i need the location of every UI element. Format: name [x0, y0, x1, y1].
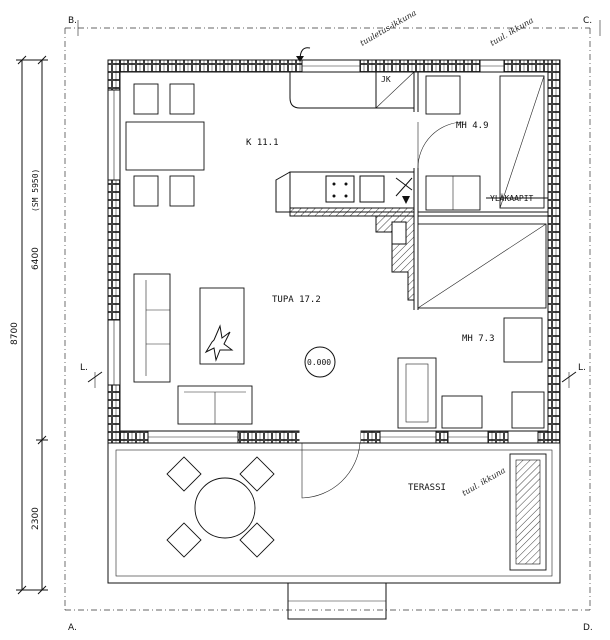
- terrace-outline: [107, 442, 561, 620]
- closet-jk: [375, 71, 415, 109]
- bedroom-furniture: [397, 223, 547, 429]
- room-label-closet: JK: [381, 75, 391, 84]
- kitchen-counter: [275, 72, 415, 301]
- label-upper-cabinets: YLÄKAAPIT: [490, 193, 534, 203]
- axis-grid: [64, 20, 601, 611]
- room-label-bedroom: MH 7.3: [462, 334, 495, 344]
- section-label-right: L.: [578, 363, 586, 373]
- dimension-terrace: 2300: [31, 507, 41, 530]
- dimension-lines: [16, 55, 48, 595]
- bedroom-small-furniture: [425, 75, 548, 211]
- axis-label-a: A.: [68, 623, 77, 633]
- level-marker: 0.000: [307, 358, 331, 367]
- axis-label-d: D.: [583, 623, 593, 633]
- section-marker-left: [87, 371, 103, 388]
- section-label-left: L.: [80, 363, 88, 373]
- handwritten-note-terrace: tuul. ikkuna: [461, 466, 508, 498]
- axis-label-c: C.: [583, 16, 592, 26]
- dimension-upper: 6400: [31, 247, 41, 270]
- room-label-living: TUPA 17.2: [272, 295, 321, 305]
- room-label-bedroom-small: MH 4.9: [456, 121, 489, 131]
- axis-label-b: B.: [68, 16, 77, 26]
- terrace-bench: [509, 453, 547, 571]
- section-marker-right: [561, 371, 577, 388]
- room-label-kitchen: K 11.1: [246, 138, 279, 148]
- hand-arrow: [296, 47, 311, 62]
- room-label-terrace: TERASSI: [408, 483, 446, 493]
- doors: [301, 121, 465, 499]
- dimension-upper-note: (SM 5950): [31, 169, 40, 212]
- living-furniture: [133, 273, 336, 425]
- dimension-total: 8700: [10, 322, 20, 345]
- dining-set: [125, 83, 205, 207]
- terrace-dining-set: [166, 456, 275, 558]
- handwritten-note-top-right: tuul. ikkuna: [489, 16, 536, 48]
- windows: [107, 59, 539, 444]
